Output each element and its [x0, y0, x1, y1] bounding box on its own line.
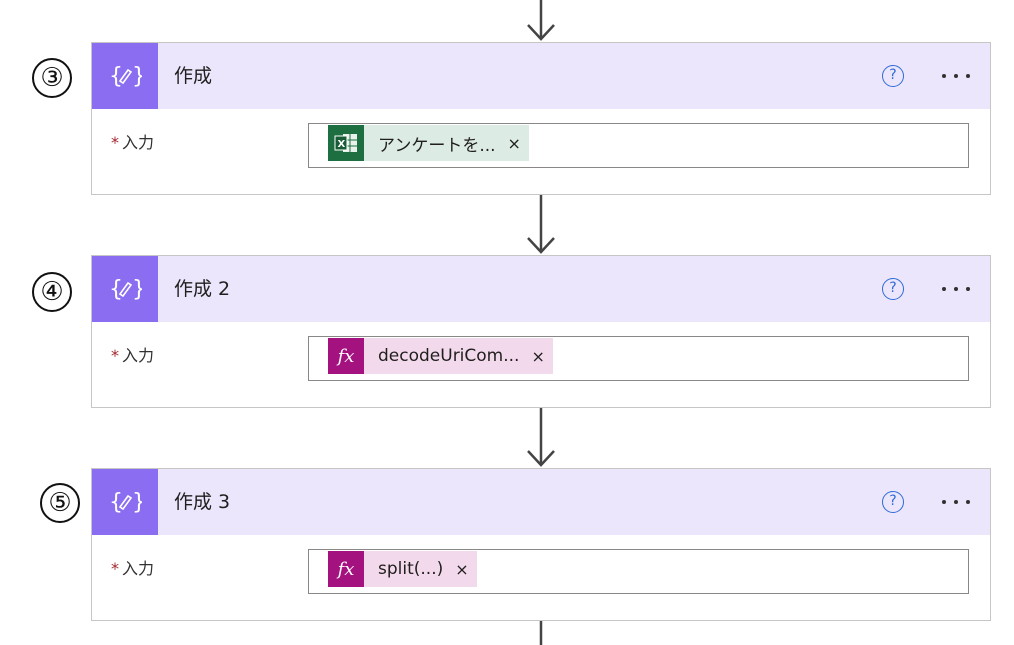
- more-options-icon[interactable]: [940, 500, 972, 506]
- input-label: *入力: [111, 342, 154, 366]
- card-header[interactable]: {} 作成 3 ?: [92, 469, 990, 535]
- close-icon[interactable]: ×: [507, 133, 521, 153]
- card-header[interactable]: {} 作成 2 ?: [92, 256, 990, 322]
- help-icon[interactable]: ?: [882, 491, 904, 513]
- required-mark: *: [111, 559, 119, 578]
- card-title: 作成 2: [174, 278, 231, 300]
- svg-text:{: {: [109, 277, 123, 302]
- compose-icon: {}: [92, 43, 158, 109]
- svg-text:X: X: [338, 139, 346, 150]
- excel-icon: X: [328, 125, 364, 161]
- card-title: 作成: [174, 65, 213, 87]
- connector-arrow-bottom: [522, 620, 560, 645]
- input-field[interactable]: fx split(...) ×: [308, 549, 969, 594]
- step-number-5: ⑤: [40, 483, 80, 523]
- more-options-icon[interactable]: [940, 287, 972, 293]
- token-label: アンケートを...: [378, 135, 496, 156]
- svg-text:}: }: [132, 277, 142, 302]
- required-mark: *: [111, 346, 119, 365]
- svg-text:{: {: [109, 64, 123, 89]
- connector-arrow-top: [522, 0, 560, 42]
- dynamic-content-token[interactable]: X アンケートを... ×: [328, 125, 529, 161]
- card-header[interactable]: {} 作成 ?: [92, 43, 990, 109]
- input-field[interactable]: X アンケートを... ×: [308, 123, 969, 168]
- token-label: decodeUriCom...: [378, 346, 520, 366]
- connector-arrow-4-5: [522, 407, 560, 467]
- expression-token[interactable]: fx split(...) ×: [328, 551, 477, 587]
- step-number-3: ③: [32, 58, 72, 98]
- input-label: *入力: [111, 555, 154, 579]
- svg-text:}: }: [132, 64, 142, 89]
- close-icon[interactable]: ×: [531, 346, 545, 366]
- fx-icon: fx: [328, 551, 364, 587]
- input-field[interactable]: fx decodeUriCom... ×: [308, 336, 969, 381]
- input-label-text: 入力: [122, 559, 155, 578]
- compose-2-action-card[interactable]: {} 作成 2 ? *入力 fx decodeUriCom... ×: [91, 255, 991, 408]
- required-mark: *: [111, 133, 119, 152]
- help-icon[interactable]: ?: [882, 278, 904, 300]
- compose-icon: {}: [92, 256, 158, 322]
- connector-arrow-3-4: [522, 194, 560, 254]
- svg-text:{: {: [109, 490, 123, 515]
- close-icon[interactable]: ×: [455, 559, 469, 579]
- expression-token[interactable]: fx decodeUriCom... ×: [328, 338, 553, 374]
- card-title: 作成 3: [174, 491, 231, 513]
- compose-icon: {}: [92, 469, 158, 535]
- input-label: *入力: [111, 129, 154, 153]
- step-number-4: ④: [32, 272, 72, 312]
- input-label-text: 入力: [122, 346, 155, 365]
- input-label-text: 入力: [122, 133, 155, 152]
- fx-icon: fx: [328, 338, 364, 374]
- help-icon[interactable]: ?: [882, 65, 904, 87]
- token-label: split(...): [378, 559, 444, 579]
- more-options-icon[interactable]: [940, 74, 972, 80]
- compose-action-card[interactable]: {} 作成 ? *入力 X アンケートを... ×: [91, 42, 991, 195]
- compose-3-action-card[interactable]: {} 作成 3 ? *入力 fx split(...) ×: [91, 468, 991, 621]
- svg-text:}: }: [132, 490, 142, 515]
